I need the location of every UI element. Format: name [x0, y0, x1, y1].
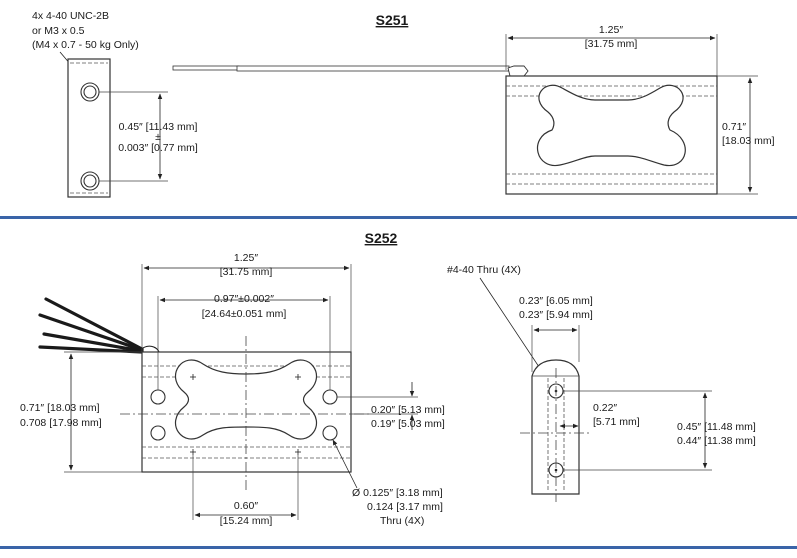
s252-thru-hole-4 [322, 425, 338, 441]
s251-title: S251 [376, 12, 409, 28]
s252-mount-spacing-label: 0.97″±0.002″ [214, 293, 274, 305]
s251-section: S251 4x 4-40 UNC-2B or M3 x 0.5 (M4 x 0.… [32, 10, 775, 198]
s252-mount-spacing-metric: [24.64±0.051 mm] [202, 308, 287, 320]
s251-length-metric: [31.75 mm] [585, 38, 638, 50]
s252-side-width-metric: 0.23″ [5.94 mm] [519, 309, 593, 321]
s252-top-view: 1.25″ [31.75 mm] 0.97″±0.002″ [24.64±0.0… [20, 252, 445, 527]
s252-thru-hole-label: Ø 0.125″ [3.18 mm] [352, 487, 443, 499]
s252-thru-hole-count: Thru (4X) [380, 515, 424, 527]
s252-thru-hole-metric: 0.124 [3.17 mm] [367, 501, 443, 513]
s251-height-label: 0.71″ [722, 121, 746, 133]
thread-note-line-3: (M4 x 0.7 - 50 kg Only) [32, 39, 139, 51]
s252-hole-offset-metric: 0.19″ [5.03 mm] [371, 418, 445, 430]
s251-hole-spacing-tolerance: 0.003″ [0.77 mm] [118, 142, 198, 154]
s252-side-hole-spacing-label: 0.45″ [11.48 mm] [677, 421, 756, 433]
s252-height-metric: 0.708 [17.98 mm] [20, 417, 102, 429]
s251-side-view: 0.45″ [11.43 mm] ± 0.003″ [0.77 mm] [67, 58, 198, 198]
s251-thread-note: 4x 4-40 UNC-2B or M3 x 0.5 (M4 x 0.7 - 5… [32, 10, 139, 86]
thread-note-line-1: 4x 4-40 UNC-2B [32, 10, 109, 22]
s252-length-label: 1.25″ [234, 252, 258, 264]
s252-side-hole-spacing-metric: 0.44″ [11.38 mm] [677, 435, 756, 447]
s252-section: S252 [20, 230, 756, 527]
s251-height-metric: [18.03 mm] [722, 135, 775, 147]
s251-cable [172, 65, 529, 77]
s252-thru-hole-leader [332, 439, 358, 489]
cable-strain-relief [507, 65, 529, 77]
s252-thru-hole-2 [150, 425, 166, 441]
s252-length-metric: [31.75 mm] [220, 266, 273, 278]
bottom-divider [0, 546, 797, 549]
s252-side-offset-label: 0.22″ [593, 402, 617, 414]
thread-note-line-2: or M3 x 0.5 [32, 25, 85, 37]
section-divider [0, 216, 797, 219]
s252-side-view: #4-40 Thru (4X) 0.23″ [6.05 mm] 0.23″ [5… [447, 264, 756, 502]
s252-side-width-label: 0.23″ [6.05 mm] [519, 295, 593, 307]
s252-side-offset-metric: [5.71 mm] [593, 416, 640, 428]
s252-wires [38, 297, 161, 357]
s252-hole-offset-label: 0.20″ [5.13 mm] [371, 404, 445, 416]
s252-title: S252 [365, 230, 398, 246]
s252-tap-note: #4-40 Thru (4X) [447, 264, 521, 276]
s252-bottom-spacing-metric: [15.24 mm] [220, 515, 273, 527]
s251-flexure-cutout [536, 84, 686, 167]
s252-bottom-spacing-label: 0.60″ [234, 500, 258, 512]
s251-hole-spacing-label: 0.45″ [11.43 mm] [119, 121, 198, 133]
s251-hole-spacing-tolerance-sign: ± [155, 131, 161, 143]
s251-length-label: 1.25″ [599, 24, 623, 36]
s251-front-view: 1.25″ [31.75 mm] 0.71″ [18.03 mm] [505, 24, 775, 195]
s252-thru-hole-3 [322, 389, 338, 405]
s252-thru-hole-1 [150, 389, 166, 405]
s252-height-label: 0.71″ [18.03 mm] [20, 402, 100, 414]
